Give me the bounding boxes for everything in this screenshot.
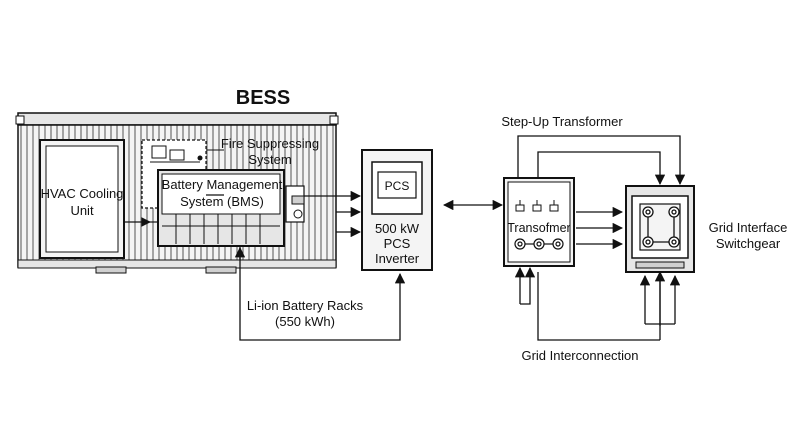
battery-racks-feedback-link [234, 246, 406, 341]
fire-suppression-label: System [248, 152, 291, 167]
grid-interface-switchgear [625, 185, 695, 273]
fire-suppression-label: Fire Suppressing [221, 136, 319, 151]
bms-label: Battery Management [162, 177, 283, 192]
switchgear-label: Switchgear [716, 236, 781, 251]
diagram-title: BESS [236, 87, 290, 109]
hvac-label: Unit [70, 203, 94, 218]
step-up-transformer-label: Step-Up Transformer [501, 114, 623, 129]
internal-wiring [124, 194, 224, 227]
hvac-cooling-unit: HVAC Cooling Unit [39, 139, 125, 259]
inverter-label: 500 kW [375, 221, 420, 236]
bess-to-pcs-links [304, 190, 362, 238]
bms-label: System (BMS) [180, 194, 264, 209]
inverter-label: Inverter [375, 251, 420, 266]
switchgear-label: Grid Interface [709, 220, 788, 235]
battery-rack-assembly: Battery Management System (BMS) [157, 169, 285, 247]
dc-connector-block [285, 185, 316, 223]
pcs-screen-label: PCS [385, 179, 410, 193]
pcs-inverter: PCS 500 kW PCS Inverter [361, 149, 433, 271]
transformer-label: Transofmer [507, 221, 570, 235]
battery-racks-label: Li-ion Battery Racks [247, 298, 364, 313]
battery-racks-label: (550 kWh) [275, 314, 335, 329]
transformer-switchgear-links [576, 206, 624, 250]
step-up-loop [517, 135, 686, 186]
hvac-label: HVAC Cooling [41, 186, 124, 201]
grid-interconnection-label: Grid Interconnection [521, 348, 638, 363]
grid-interconnection-loop [514, 266, 681, 341]
inverter-label: PCS [384, 236, 411, 251]
step-up-transformer: Transofmer [503, 177, 575, 267]
